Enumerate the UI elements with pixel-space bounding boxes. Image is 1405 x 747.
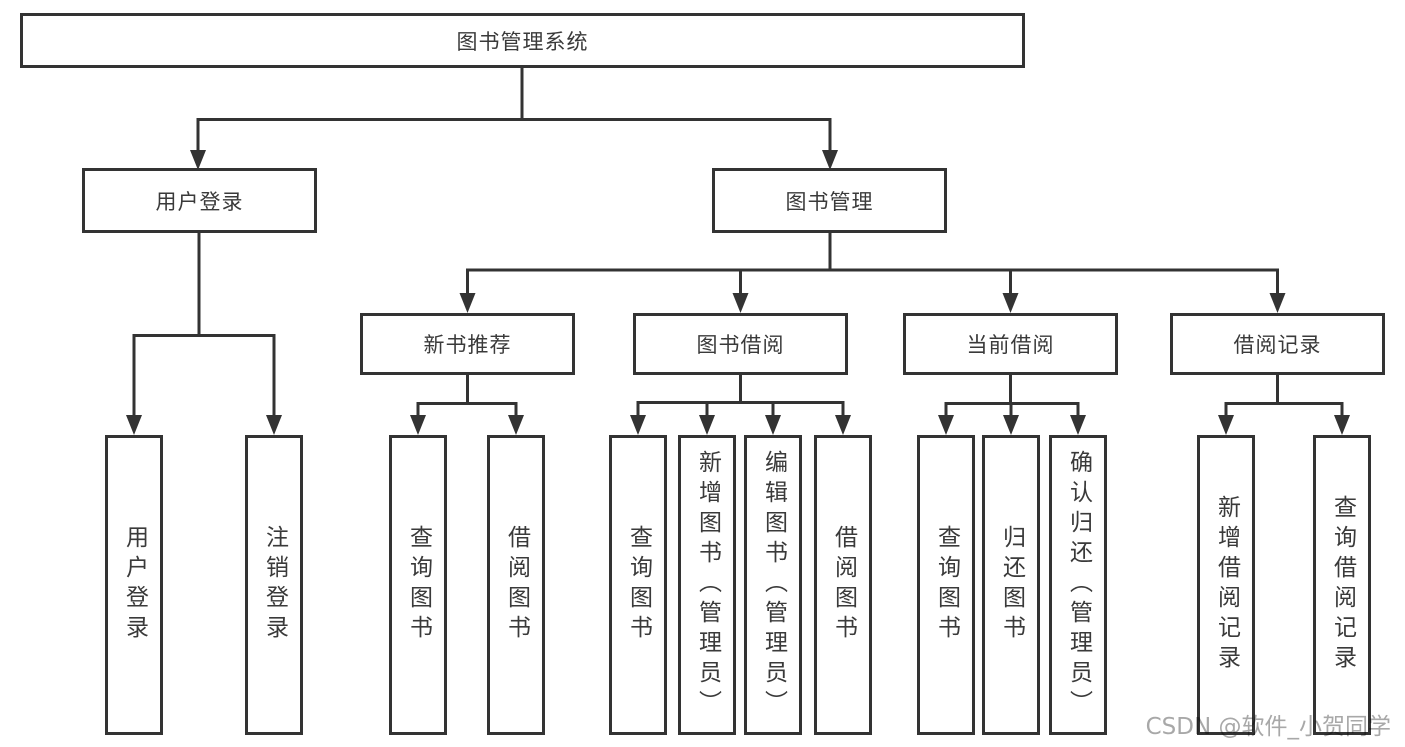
leaf-add-borrow-record: 新增借阅记录 — [1197, 435, 1255, 735]
leaf-query-books-current: 查询图书 — [917, 435, 975, 735]
connector-borrowing-records-to-children — [1218, 375, 1350, 435]
node-book-borrowing: 图书借阅 — [633, 313, 848, 375]
node-book-management: 图书管理 — [712, 168, 947, 233]
connector-user-login-to-children — [126, 233, 282, 435]
node-library-management-system-label: 图书管理系统 — [456, 29, 589, 54]
leaf-query-books-recommend: 查询图书 — [389, 435, 447, 735]
leaf-query-borrow-record: 查询借阅记录 — [1313, 435, 1371, 735]
node-new-book-recommendation: 新书推荐 — [360, 313, 575, 375]
leaf-query-books-current-label: 查询图书 — [933, 525, 960, 645]
leaf-borrow-books: 借阅图书 — [814, 435, 872, 735]
node-library-management-system: 图书管理系统 — [20, 13, 1025, 68]
connector-root-to-level2 — [190, 68, 838, 170]
leaf-user-login: 用户登录 — [105, 435, 163, 735]
leaf-query-books-recommend-label: 查询图书 — [405, 525, 432, 645]
leaf-return-books: 归还图书 — [982, 435, 1040, 735]
node-book-borrowing-label: 图书借阅 — [696, 333, 785, 357]
leaf-user-login-label: 用户登录 — [121, 525, 148, 645]
leaf-query-books-borrowing-label: 查询图书 — [625, 525, 652, 645]
leaf-borrow-books-label: 借阅图书 — [830, 525, 857, 645]
node-borrowing-records: 借阅记录 — [1170, 313, 1385, 375]
leaf-query-borrow-record-label: 查询借阅记录 — [1329, 495, 1356, 675]
leaf-logout: 注销登录 — [245, 435, 303, 735]
connector-book-borrowing-to-children — [630, 375, 851, 435]
node-current-borrowing-label: 当前借阅 — [966, 333, 1055, 357]
leaf-logout-label: 注销登录 — [261, 525, 288, 645]
connector-current-borrowing-to-children — [938, 375, 1086, 435]
leaf-borrow-books-recommend-label: 借阅图书 — [503, 525, 530, 645]
leaf-add-borrow-record-label: 新增借阅记录 — [1213, 495, 1240, 675]
leaf-edit-books-admin-label: 编辑图书（管理员） — [760, 450, 787, 720]
node-book-management-label: 图书管理 — [785, 189, 874, 214]
leaf-query-books-borrowing: 查询图书 — [609, 435, 667, 735]
leaf-return-books-label: 归还图书 — [998, 525, 1025, 645]
node-current-borrowing: 当前借阅 — [903, 313, 1118, 375]
leaf-edit-books-admin: 编辑图书（管理员） — [744, 435, 802, 735]
node-new-book-recommendation-label: 新书推荐 — [423, 333, 512, 357]
connector-new-book-recommendation-to-children — [410, 375, 524, 435]
leaf-add-books-admin-label: 新增图书（管理员） — [694, 450, 721, 720]
leaf-confirm-return-admin: 确认归还（管理员） — [1049, 435, 1107, 735]
leaf-add-books-admin: 新增图书（管理员） — [678, 435, 736, 735]
leaf-borrow-books-recommend: 借阅图书 — [487, 435, 545, 735]
node-user-login: 用户登录 — [82, 168, 317, 233]
connector-book-management-to-level3 — [459, 233, 1286, 313]
leaf-confirm-return-admin-label: 确认归还（管理员） — [1065, 450, 1092, 720]
csdn-watermark: CSDN @软件_小贺同学 — [1145, 714, 1391, 740]
node-borrowing-records-label: 借阅记录 — [1233, 333, 1322, 357]
node-user-login-label: 用户登录 — [155, 189, 244, 214]
